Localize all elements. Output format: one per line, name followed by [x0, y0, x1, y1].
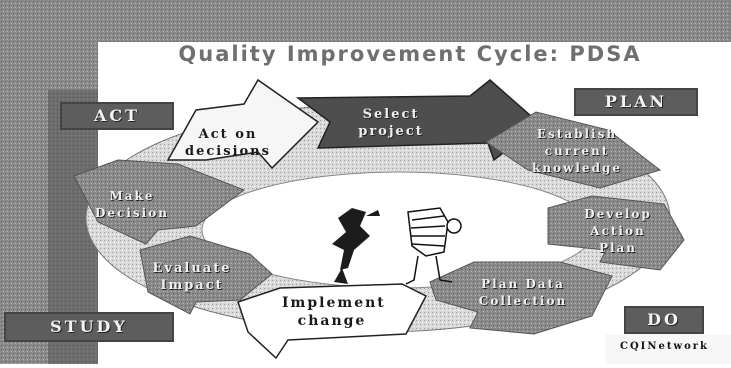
label-establish: Establish current knowledge	[532, 127, 622, 175]
phase-study: STUDY	[4, 312, 174, 342]
arrow-establish	[485, 111, 662, 189]
phase-do: DO	[624, 306, 704, 334]
diagram-title: Quality Improvement Cycle: PDSA	[178, 42, 642, 66]
arrow-select-project	[295, 79, 542, 162]
label-decision: Make Decision	[95, 189, 169, 220]
arrow-develop-plan	[547, 195, 685, 271]
footer-credit: CQINetwork	[620, 341, 709, 352]
label-evaluate: Evaluate Impact	[152, 261, 232, 293]
label-implement: Implement change	[282, 295, 386, 329]
figure-dark	[332, 208, 380, 284]
arrow-implement	[237, 283, 428, 360]
arrow-plan-data	[429, 261, 613, 335]
arrow-evaluate	[139, 235, 273, 315]
label-act-on: Act on decisions	[185, 127, 271, 159]
label-develop-plan: Develop Action Plan	[584, 207, 652, 255]
figure-striped	[405, 207, 462, 285]
arrow-decision	[73, 159, 246, 245]
arrow-act-on	[166, 78, 320, 170]
label-plan-data: Plan Data Collection	[478, 277, 568, 308]
phase-act: ACT	[60, 102, 174, 130]
phase-plan: PLAN	[574, 88, 698, 116]
top-band	[0, 0, 731, 42]
label-select-project: Select project	[358, 107, 424, 139]
